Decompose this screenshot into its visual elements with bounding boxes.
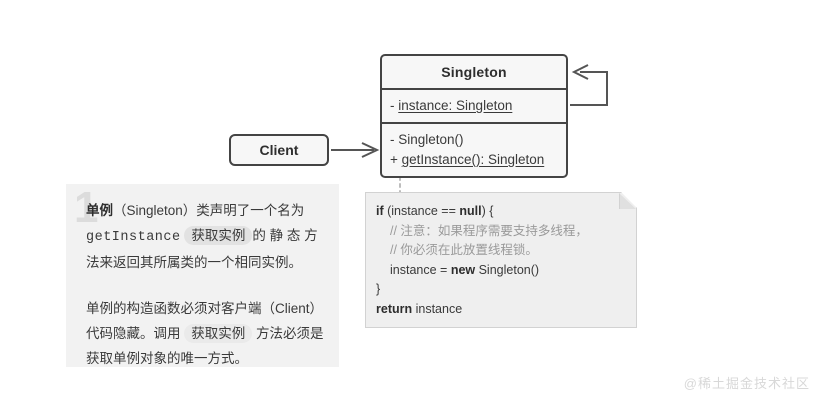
paragraph2-cn-chip: 获取实例 [184,324,253,343]
explanation-text: 单例（Singleton）类声明了一个名为 getInstance 获取实例的 … [86,198,331,371]
paragraph1-text-c: 方法来返回其所属类的一个相同实例。 [86,228,318,270]
code-token: // 注意：如果程序需要支持多线程， [390,223,588,238]
code-token: return [376,301,413,316]
uml-attributes-compartment: - instance: Singleton [382,90,566,122]
uml-method-row-getinstance: + getInstance(): Singleton [390,150,558,170]
uml-class-singleton: Singleton - instance: Singleton - Single… [380,54,568,178]
self-association-loop [570,64,608,106]
paragraph1-code-chip: getInstance [86,230,181,245]
code-note: if (instance == null) {// 注意：如果程序需要支持多线程… [365,192,637,328]
uml-method-label: getInstance(): Singleton [401,152,545,167]
client-label: Client [259,142,299,158]
paragraph1-text-b: 的 静 态 [252,228,301,243]
uml-methods-compartment: - Singleton() + getInstance(): Singleton [382,124,566,176]
code-token: } [376,282,381,296]
code-line: return instance [376,300,628,320]
code-token: // 你必须在此放置线程锁。 [390,243,538,257]
uml-attribute-label: instance: Singleton [398,98,513,113]
uml-class-client: Client [229,134,329,166]
code-token: instance = [390,262,451,277]
code-line: if (instance == null) { [376,202,628,222]
paragraph2-text-d: 是获取单例对象的唯一方式。 [86,326,324,366]
code-token: instance [412,301,463,316]
code-token: ) { [481,204,494,218]
association-client-to-singleton [331,142,380,158]
paragraph2-text-b: 代码隐藏。调用 [86,326,181,341]
code-token: if [376,204,384,218]
code-line: instance = new Singleton() [376,261,628,281]
code-line: } [376,280,628,300]
uml-method-row-constructor: - Singleton() [390,130,558,150]
paragraph1-text-a: （Singleton）类声明了一个名为 [113,203,305,218]
uml-class-title: Singleton [441,64,507,80]
paragraph2-text-a: 单例的构造函数必须对客户端（Client） [86,301,324,316]
uml-method-visibility: - [390,132,395,147]
code-line: // 你必须在此放置线程锁。 [376,241,628,261]
uml-method-visibility: + [390,152,398,167]
uml-attribute-visibility: - [390,98,395,113]
code-line: // 注意：如果程序需要支持多线程， [376,222,628,242]
uml-method-label: Singleton() [398,132,464,147]
code-token: null [459,204,482,218]
explanation-panel: 1 单例（Singleton）类声明了一个名为 getInstance 获取实例… [66,184,339,367]
code-token: new [450,262,476,277]
uml-divider-1 [382,88,566,90]
step-number: 1 [74,183,99,232]
code-token: (instance == [383,204,460,218]
code-token: Singleton() [475,262,540,277]
explanation-paragraph-2: 单例的构造函数必须对客户端（Client） 代码隐藏。调用 获取实例 方法必须是获… [86,296,331,371]
explanation-paragraph-1: 单例（Singleton）类声明了一个名为 getInstance 获取实例的 … [86,198,331,275]
uml-divider-2 [382,122,566,124]
uml-attribute-row: - instance: Singleton [390,96,558,116]
code-note-content: if (instance == null) {// 注意：如果程序需要支持多线程… [376,202,628,319]
paragraph2-text-c: 方法必须 [256,326,311,341]
watermark: @稀土掘金技术社区 [683,376,810,391]
paragraph1-cn-chip: 获取实例 [184,226,253,245]
paragraph1-term: 单例 [86,203,113,218]
